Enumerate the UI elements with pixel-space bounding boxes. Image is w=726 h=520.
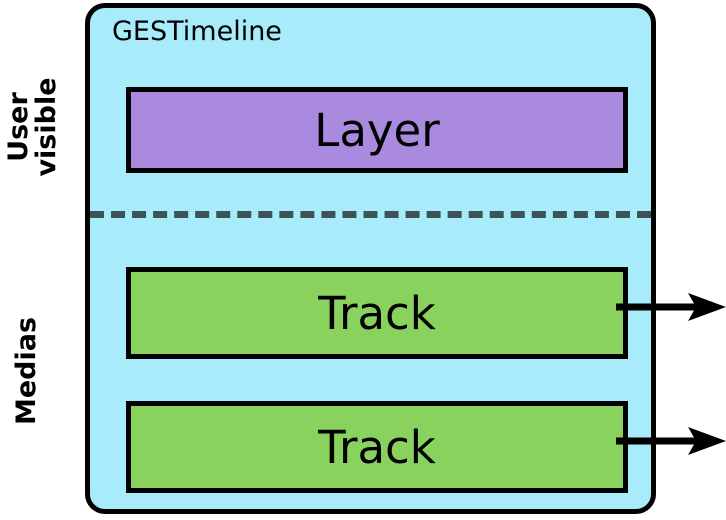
track-node-1: Track <box>126 267 628 359</box>
side-label-medias: Medias <box>11 316 42 426</box>
track-1-output-arrow-icon <box>616 293 726 321</box>
gestimeline-title: GESTimeline <box>112 16 282 47</box>
track-node-1-label: Track <box>318 286 436 340</box>
track-node-2-label: Track <box>318 420 436 474</box>
track-2-output-arrow-icon <box>616 427 726 455</box>
gestimeline-container: GESTimeline Layer Track Track <box>85 3 656 514</box>
layer-node-label: Layer <box>314 103 440 157</box>
user-visible-medias-divider <box>90 211 651 218</box>
side-label-user-visible: User visible <box>3 77 63 177</box>
track-node-2: Track <box>126 401 628 493</box>
layer-node: Layer <box>126 87 628 173</box>
